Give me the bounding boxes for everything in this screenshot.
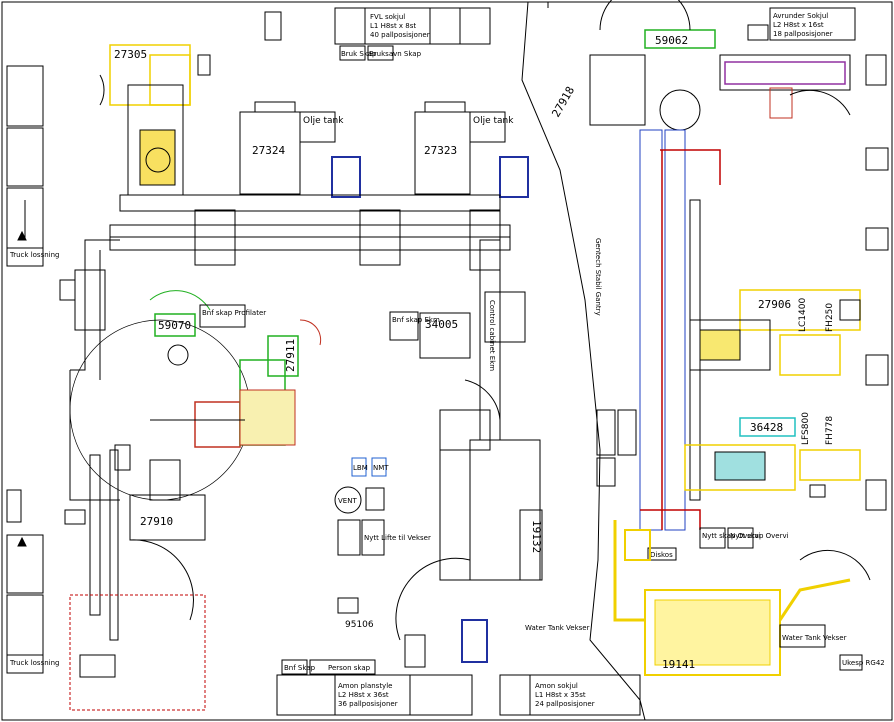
bnf-skap-profilater: Bnf skap Profilater (202, 309, 266, 317)
avrunder-sub: L2 H8st x 16st (773, 21, 824, 29)
lower-left-conveyor (64, 370, 206, 711)
bottom1-sub2: 36 pallposisjoner (338, 700, 398, 708)
nytt-skap-2: Nytt skap Overvi (730, 532, 789, 540)
right-wall-tables (865, 54, 889, 511)
truck-label-lower: Truck lossning (9, 659, 59, 667)
nyt-lifte: Nytt Lifte til Vekser (364, 534, 431, 542)
machine-19141 (613, 520, 871, 676)
fh250: FH250 (825, 303, 835, 332)
lc1400: LC1400 (798, 298, 808, 332)
fvl-storage (264, 7, 491, 61)
machine-27323 (414, 101, 529, 198)
truck-label-upper: Truck lossning (9, 251, 59, 259)
label-59062: 59062 (655, 34, 688, 47)
water-tank-2: Water Tank Vekser (782, 634, 847, 642)
lfs800: LFS800 (801, 412, 811, 445)
fh778: FH778 (825, 416, 835, 445)
nmt-label: NMT (373, 464, 389, 472)
machine-59070 (69, 290, 322, 501)
machine-59062 (589, 0, 851, 131)
water-tank-1: Water Tank Vekser (525, 624, 590, 632)
avrunder: Avrunder Sokjul (773, 12, 828, 20)
upper-conveyor (59, 194, 511, 380)
fvl-skap-label2: Bruksavn Skap (369, 50, 422, 58)
label-27918: 27918 (549, 84, 577, 119)
gentech-label: Gentech Stabil Gantry (594, 238, 602, 316)
label-34005: 34005 (425, 318, 458, 331)
label-19132: 19132 (530, 520, 543, 553)
nytt-skap-boxes (596, 409, 754, 561)
bottom-skap: Bnf Skap (284, 664, 316, 672)
machine-27305 (99, 44, 211, 196)
control-cabinet: Control cabinet Ekm (488, 300, 496, 371)
bottom1: Amon planstyle (338, 682, 392, 690)
label-95106: 95106 (345, 620, 374, 630)
label-59070: 59070 (158, 319, 191, 332)
label-27305: 27305 (114, 48, 147, 61)
vent-area (334, 457, 387, 556)
vent-label: VENT (338, 497, 357, 505)
lbm-label: LBM (353, 464, 368, 472)
bottom-skap2: Person skap (328, 664, 371, 672)
bottom2: Amon sokjul (535, 682, 578, 690)
bottom2-sub2: 24 pallposisjoner (535, 700, 595, 708)
avrunder-sub2: 18 pallposisjoner (773, 30, 833, 38)
olje-tank-1: Olje tank (303, 116, 344, 126)
bottom2-sub: L1 H8st x 35st (535, 691, 586, 699)
label-27911: 27911 (284, 339, 297, 372)
label-27323: 27323 (424, 144, 457, 157)
machine-27906 (689, 289, 861, 376)
machine-27324 (239, 101, 361, 198)
bottom1-sub: L2 H8st x 36st (338, 691, 389, 699)
fvl-label: FVL sokjul (370, 13, 405, 21)
bottom-storage (276, 634, 641, 716)
olje-tank-2: Olje tank (473, 116, 514, 126)
nytt-skap-1: Nytt skap Overvi (702, 532, 761, 540)
ukes-label: Ukesp RG42 (842, 659, 885, 667)
left-storage-racks (6, 65, 44, 674)
machine-19132 (395, 409, 543, 663)
bnf-skap-ekm: Bnf skap Ekm (392, 316, 440, 324)
diskos-label: Diskos (650, 551, 673, 559)
label-19141: 19141 (662, 658, 695, 671)
label-27906: 27906 (758, 298, 791, 311)
machine-36428 (684, 417, 861, 498)
fvl-skap-label: Bruk Skap (341, 50, 377, 58)
label-27324: 27324 (252, 144, 285, 157)
label-36428: 36428 (750, 421, 783, 434)
label-27910: 27910 (140, 515, 173, 528)
fvl-sub2: 40 pallposisjoner (370, 31, 430, 39)
fvl-sub: L1 H8st x 8st (370, 22, 416, 30)
